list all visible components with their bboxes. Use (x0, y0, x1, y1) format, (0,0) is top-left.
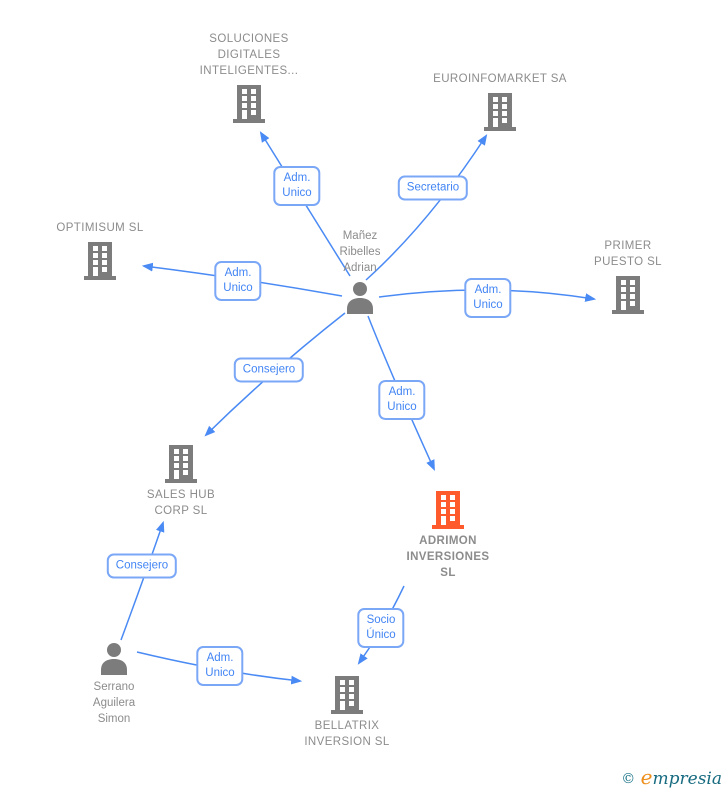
building-icon-soluciones-digitales[interactable] (233, 85, 265, 123)
relationship-label-manez-to-soluciones: Adm. Unico (273, 166, 321, 206)
person-icon-shape (101, 643, 127, 675)
node-label-line: INVERSION SL (304, 736, 390, 748)
relationship-label-manez-to-primer-puesto: Adm. Unico (464, 278, 512, 318)
relationship-label-manez-to-euroinfomarket: Secretario (397, 175, 469, 201)
building-icon-optimisum[interactable] (84, 242, 116, 280)
building-icon-euroinfomarket[interactable] (484, 93, 516, 131)
building-icon-shape (484, 93, 516, 131)
relationship-label-line: Unico (473, 299, 503, 311)
node-label-line: DIGITALES (217, 49, 281, 61)
building-icon-bellatrix-inversion[interactable] (331, 676, 363, 714)
node-label-line: Serrano (93, 681, 135, 693)
node-label-line: PUESTO SL (594, 256, 662, 268)
node-label-line: SALES HUB (146, 489, 216, 501)
person-icon-shape (347, 282, 373, 314)
node-label-sales-hub-corp[interactable]: SALES HUB CORP SL (147, 487, 215, 519)
node-label-line: PRIMER (604, 240, 652, 252)
node-label-line: SOLUCIONES (209, 33, 289, 45)
node-label-line: Adrian (343, 262, 377, 274)
edge-manez-to-euroinfomarket (365, 134, 488, 281)
node-label-line: OPTIMISUM SL (56, 222, 144, 234)
node-label-bellatrix-inversion[interactable]: BELLATRIX INVERSION SL (304, 718, 389, 750)
relationship-label-line: Secretario (406, 181, 460, 194)
building-icon-sales-hub-corp[interactable] (165, 445, 197, 483)
building-icon-shape (331, 676, 363, 714)
building-icon-shape (165, 445, 197, 483)
relationship-label-line: Unico (205, 667, 235, 679)
node-label-line: Simon (97, 713, 131, 725)
relationship-label-line: Consejero (242, 363, 296, 376)
node-label-line: EUROINFOMARKET SA (433, 73, 567, 85)
building-icon-primer-puesto[interactable] (612, 276, 644, 314)
node-label-euroinfomarket[interactable]: EUROINFOMARKET SA (433, 71, 567, 87)
node-label-line: INVERSIONES (406, 551, 490, 563)
node-label-line: INTELIGENTES... (199, 65, 299, 77)
relationship-label-line: Adm. (224, 267, 252, 279)
node-label-adrimon-inversiones[interactable]: ADRIMON INVERSIONES SL (406, 533, 489, 581)
node-label-line: SL (440, 567, 456, 579)
building-icon-shape (432, 491, 464, 529)
building-icon-shape (612, 276, 644, 314)
relationship-label-manez-to-sales-hub: Consejero (233, 357, 305, 383)
node-label-optimisum[interactable]: OPTIMISUM SL (56, 220, 143, 236)
empresia-logo-initial: e (640, 765, 653, 789)
node-label-soluciones-digitales[interactable]: SOLUCIONES DIGITALES INTELIGENTES... (200, 31, 299, 79)
relationship-label-manez-to-adrimon: Adm. Unico (378, 380, 426, 420)
empresia-logo-text: mpresia (652, 769, 723, 789)
building-icon-shape (233, 85, 265, 123)
node-label-line: ADRIMON (419, 535, 477, 547)
node-label-line: CORP SL (154, 505, 208, 517)
relationship-label-serrano-to-bellatrix: Adm. Unico (196, 646, 244, 686)
relationship-label-serrano-to-sales-hub: Consejero (106, 553, 178, 579)
node-label-line: Ribelles (339, 246, 381, 258)
relationship-label-line: Único (366, 629, 396, 641)
person-icon-manez-ribelles-adrian[interactable] (343, 282, 377, 314)
relationship-label-line: Unico (282, 187, 312, 199)
relationship-label-line: Adm. (388, 386, 416, 398)
edge-serrano-to-sales-hub (120, 520, 165, 641)
node-label-line: BELLATRIX (314, 720, 380, 732)
empresia-logo[interactable]: © empresia (621, 765, 722, 789)
building-icon-adrimon-inversiones[interactable] (432, 491, 464, 529)
relationship-label-line: Unico (223, 282, 253, 294)
relationship-label-line: Adm. (206, 652, 234, 664)
building-icon-shape (84, 242, 116, 280)
copyright-icon: © (621, 771, 636, 787)
person-icon-serrano-aguilera-simon[interactable] (97, 643, 131, 675)
relationship-label-line: Unico (387, 401, 417, 413)
relationship-label-line: Consejero (115, 559, 169, 572)
node-label-line: Aguilera (92, 697, 136, 709)
relationship-label-line: Socio (366, 614, 396, 626)
relationship-label-line: Adm. (283, 172, 311, 184)
node-label-line: Mañez (342, 230, 378, 242)
relationship-label-line: Adm. (474, 284, 502, 296)
node-label-primer-puesto[interactable]: PRIMER PUESTO SL (594, 238, 662, 270)
relationship-label-manez-to-optimisum: Adm. Unico (214, 261, 262, 301)
